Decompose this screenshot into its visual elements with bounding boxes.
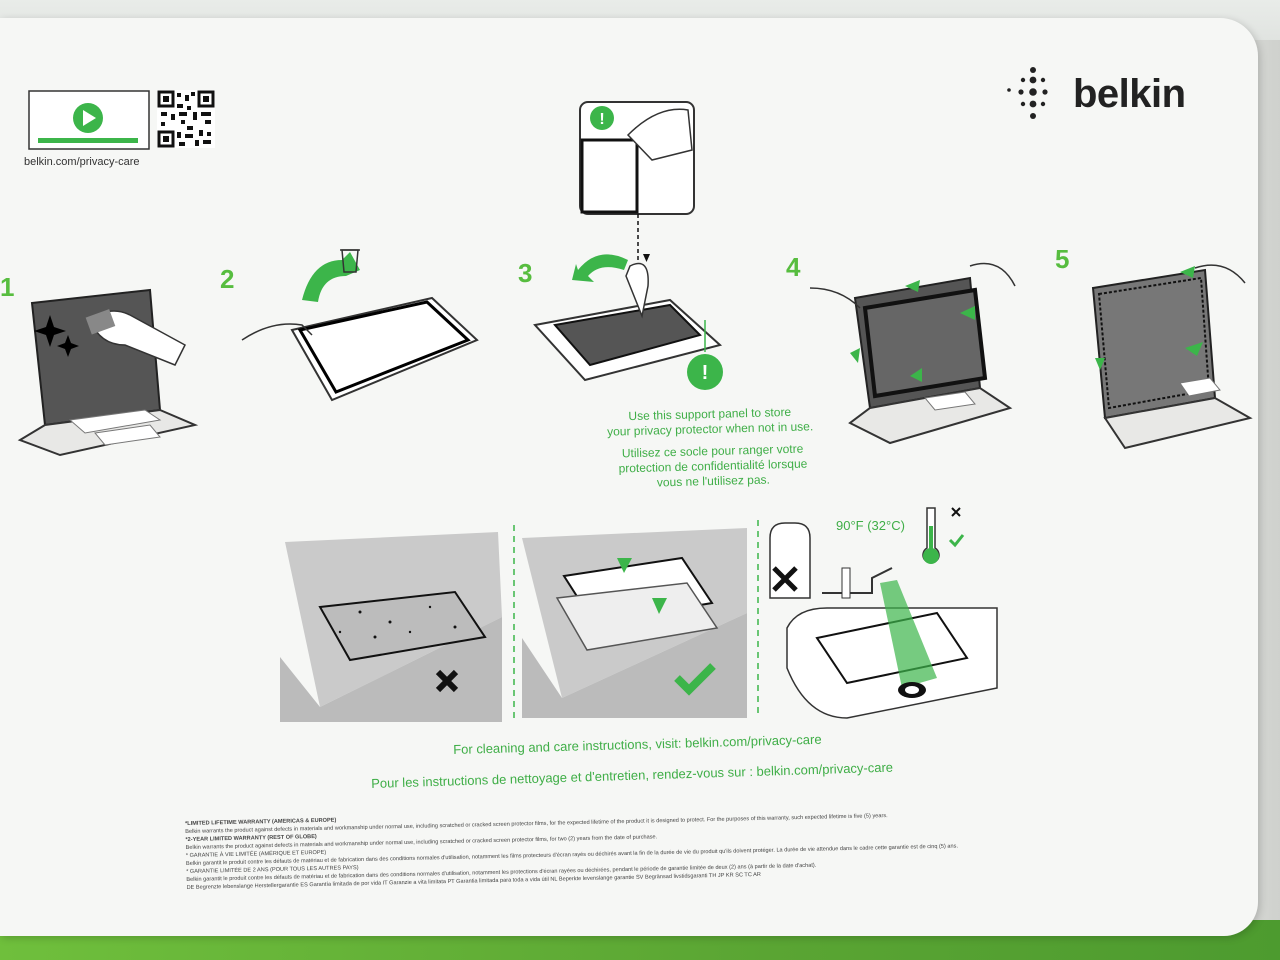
video-url: belkin.com/privacy-care xyxy=(24,156,140,168)
belkin-logo-text: belkin xyxy=(1073,72,1186,117)
svg-text:!: ! xyxy=(599,111,604,128)
step-3-illustration: ! xyxy=(530,230,730,390)
clean-panel-illustration xyxy=(522,528,750,718)
step-5-illustration xyxy=(1085,258,1260,448)
divider-right xyxy=(756,520,760,720)
temperature-label: 90°F (32°C) xyxy=(836,518,905,533)
step-4-number: 4 xyxy=(786,252,800,283)
divider-left xyxy=(512,525,516,725)
step-1-illustration xyxy=(10,285,205,460)
dirty-panel-illustration xyxy=(280,532,505,722)
video-thumbnail[interactable] xyxy=(28,90,152,152)
step-4-illustration xyxy=(810,258,1025,448)
belkin-logo-dots xyxy=(1003,66,1063,120)
svg-text:!: ! xyxy=(702,362,709,384)
step-3-inset: ! xyxy=(578,100,698,218)
step-5-number: 5 xyxy=(1055,244,1069,275)
step-2-illustration xyxy=(232,230,482,405)
qr-code[interactable] xyxy=(157,90,215,148)
